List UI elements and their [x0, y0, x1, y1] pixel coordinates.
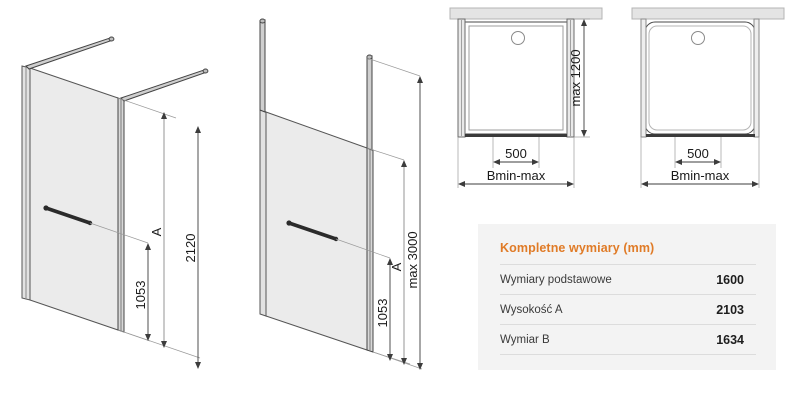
spec-value: 1600 [688, 264, 756, 295]
dimension-A: A [149, 112, 167, 348]
drain-icon [511, 31, 525, 45]
dimension-label: 500 [505, 146, 527, 161]
dimension-label: 500 [687, 146, 709, 161]
drawing-plan-right: 500 Bmin-max [631, 7, 785, 188]
support-brace-left [25, 36, 115, 70]
spec-value: 1634 [688, 324, 756, 355]
dimension-label: max 1200 [568, 49, 583, 106]
dimension-label: 2120 [183, 234, 198, 263]
spec-label: Wymiar B [500, 324, 689, 355]
spec-table: Wymiary podstawowe 1600 Wysokość A 2103 … [500, 264, 756, 355]
dimension-label: A [389, 262, 404, 271]
table-row: Wysokość A 2103 [500, 294, 756, 325]
ceiling-rod-right [366, 54, 373, 151]
drain-icon [691, 31, 705, 45]
dimension-bmin-max: Bmin-max [641, 168, 759, 187]
dimension-label: A [149, 227, 164, 236]
dimension-bmin-max: Bmin-max [458, 168, 574, 187]
wall-band [631, 7, 785, 20]
dimension-max-3000: max 3000 [405, 76, 423, 370]
drawing-iso-middle: 1053 A max 3000 [259, 18, 423, 370]
drawing-plan-left: max 1200 500 Bmin-max [449, 7, 603, 188]
dimension-500: 500 [675, 146, 721, 165]
spec-value: 2103 [688, 294, 756, 325]
dimension-label: Bmin-max [671, 168, 730, 183]
wall-band [449, 7, 603, 20]
dimension-label: max 3000 [405, 231, 420, 288]
dimension-max-1200: max 1200 [568, 19, 587, 137]
support-brace-right [120, 68, 209, 102]
dimension-label: 1053 [375, 299, 390, 328]
glass-panel [29, 67, 119, 331]
dimension-1053: 1053 [375, 258, 393, 361]
dimension-label: 1053 [133, 281, 148, 310]
spec-panel: Kompletne wymiary (mm) Wymiary podstawow… [478, 224, 776, 370]
spec-label: Wymiary podstawowe [500, 264, 689, 295]
table-row: Wymiary podstawowe 1600 [500, 264, 756, 295]
drawing-iso-left: 1053 A 2120 [21, 36, 209, 369]
table-row: Wymiar B 1634 [500, 324, 756, 355]
dimension-A: A [389, 160, 407, 365]
dimension-500: 500 [493, 146, 539, 165]
dimension-1053: 1053 [133, 243, 151, 341]
spec-label: Wysokość A [500, 294, 689, 325]
dimension-label: Bmin-max [487, 168, 546, 183]
dimension-2120: 2120 [183, 126, 201, 369]
spec-title: Kompletne wymiary (mm) [500, 241, 655, 255]
ceiling-rod-left [259, 18, 266, 113]
